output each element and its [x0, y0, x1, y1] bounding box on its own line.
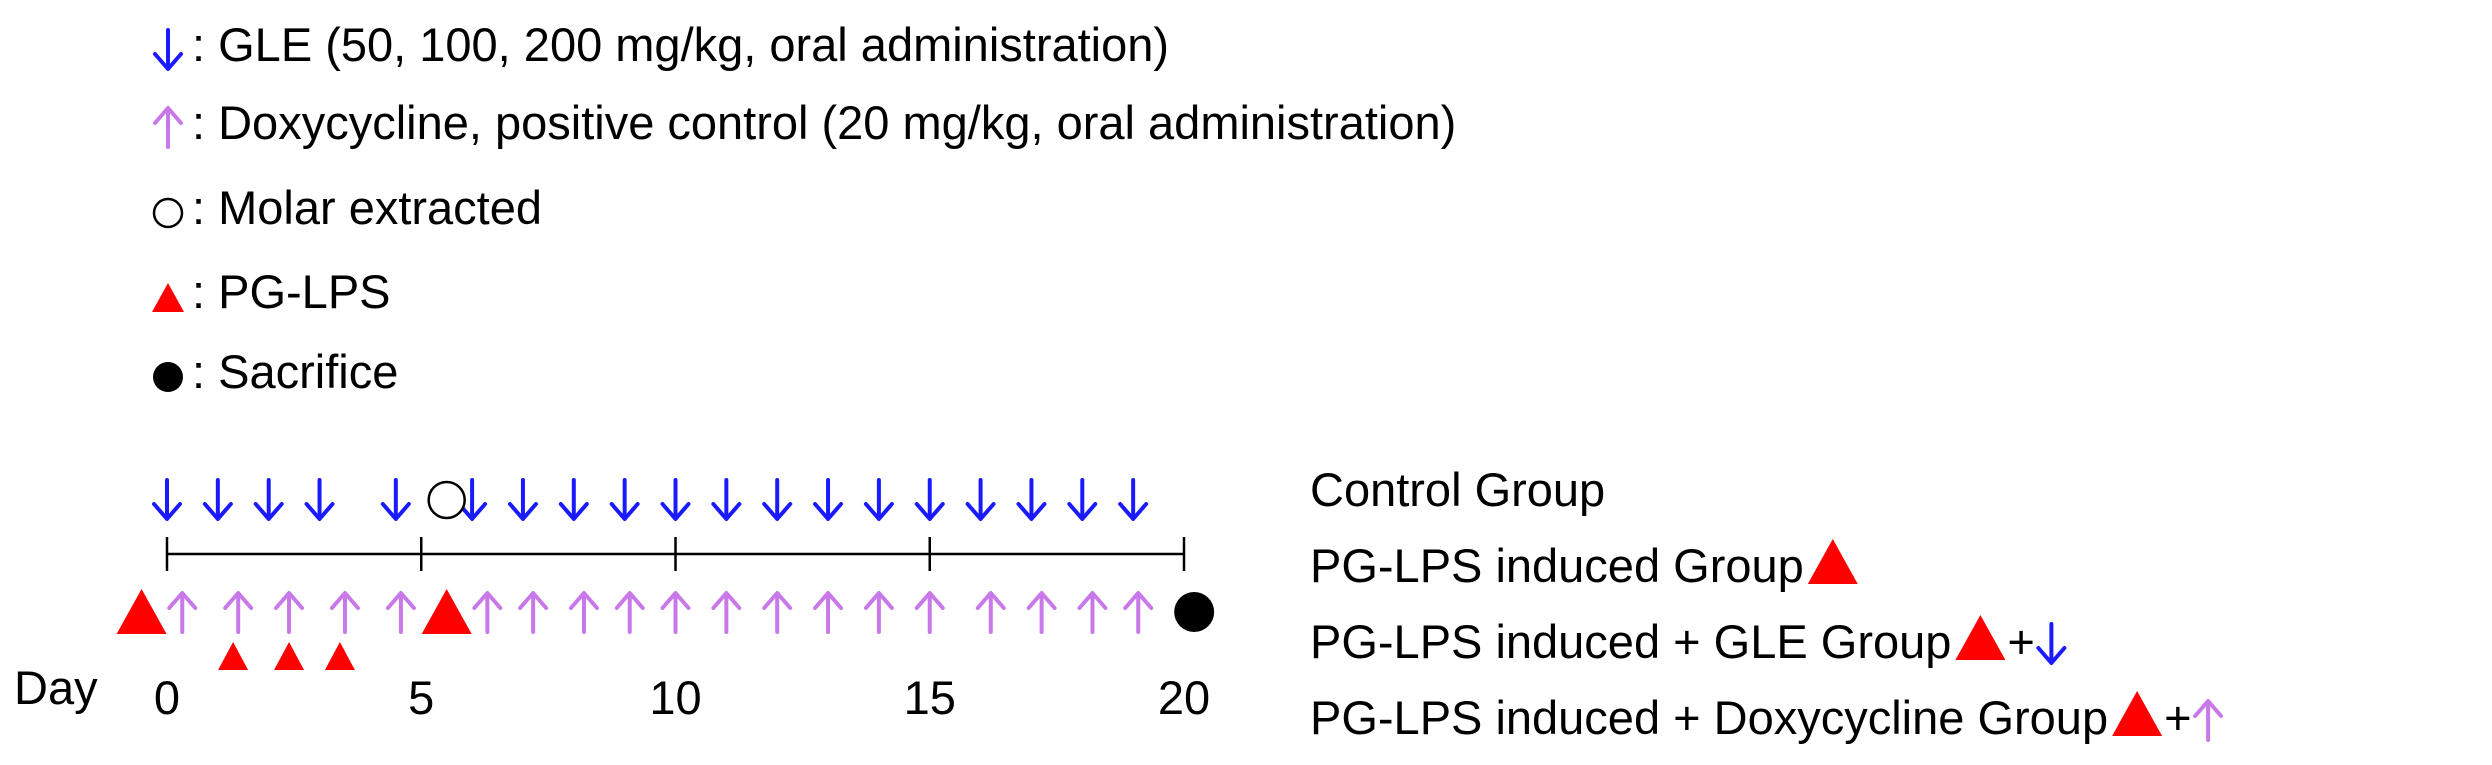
arrow-down-glyph: [153, 28, 183, 71]
arrow-up-icon: [2193, 699, 2224, 742]
pg-lps-triangle: [421, 589, 472, 634]
triangle-icon: [1807, 539, 1858, 584]
gle-arrow: [965, 478, 996, 521]
doxycycline-arrow: [1123, 591, 1154, 634]
group-label: PG-LPS induced + Doxycycline Group: [1310, 691, 2108, 744]
gle-arrow-series: [152, 478, 1149, 521]
legend: : GLE (50, 100, 200 mg/kg, oral administ…: [152, 18, 1456, 398]
tick-label: 10: [649, 671, 701, 724]
group-label: PG-LPS induced + GLE Group: [1310, 615, 1951, 668]
doxycycline-arrow: [660, 591, 691, 634]
legend-item-gle: : GLE (50, 100, 200 mg/kg, oral administ…: [153, 18, 1169, 71]
legend-item-molar: : Molar extracted: [152, 181, 542, 234]
timeline-axis-label: Day: [14, 661, 98, 714]
doxycycline-arrow: [863, 591, 894, 634]
triangle-icon: [1955, 615, 2006, 660]
legend-text-gle: : GLE (50, 100, 200 mg/kg, oral administ…: [192, 18, 1169, 71]
legend-item-doxycycline: : Doxycycline, positive control (20 mg/k…: [153, 96, 1456, 149]
doxycycline-arrow: [274, 591, 305, 634]
group-label: Control Group: [1310, 463, 1605, 516]
doxycycline-arrow: [223, 591, 254, 634]
plus-sign: +: [2007, 615, 2034, 668]
gle-arrow: [863, 478, 894, 521]
group-row: PG-LPS induced Group: [1310, 539, 1858, 592]
gle-arrow: [202, 478, 233, 521]
gle-arrow: [1016, 478, 1047, 521]
tick-label: 0: [154, 671, 180, 724]
group-row: PG-LPS induced + GLE Group +: [1310, 615, 2067, 668]
timeline-tick-labels: 0 5 10 15 20: [154, 671, 1210, 724]
group-row: Control Group: [1310, 463, 1605, 516]
pg-lps-small-triangle: [218, 642, 249, 670]
doxycycline-arrow: [472, 591, 503, 634]
pg-lps-small-series: [218, 642, 355, 670]
group-label: PG-LPS induced Group: [1310, 539, 1804, 592]
arrow-up-glyph: [153, 106, 183, 149]
molar-extracted-series: [427, 480, 466, 520]
molar-extracted-marker: [427, 480, 466, 520]
pg-lps-small-triangle: [274, 642, 305, 670]
tick-label: 15: [904, 671, 956, 724]
doxycycline-arrow: [1077, 591, 1108, 634]
timeline: 0 5 10 15 20 Day: [14, 478, 1215, 724]
gle-arrow: [762, 478, 793, 521]
arrow-down-icon: [2036, 622, 2067, 665]
triangle-icon: [152, 283, 184, 312]
gle-arrow: [558, 478, 589, 521]
gle-arrow: [609, 478, 640, 521]
doxycycline-arrow: [518, 591, 549, 634]
triangle-icon: [2112, 691, 2163, 736]
legend-item-sacrifice: : Sacrifice: [153, 345, 398, 398]
pg-lps-triangle: [116, 589, 167, 634]
gle-arrow: [1067, 478, 1098, 521]
doxycycline-arrow-series: [167, 591, 1154, 634]
doxycycline-arrow: [167, 591, 198, 634]
doxycycline-arrow: [329, 591, 360, 634]
arrow-up-icon: [153, 106, 183, 149]
plus-sign: +: [2164, 691, 2191, 744]
legend-text-molar: : Molar extracted: [192, 181, 542, 234]
gle-arrow: [711, 478, 742, 521]
doxycycline-arrow: [711, 591, 742, 634]
gle-arrow: [380, 478, 411, 521]
doxycycline-arrow: [568, 591, 599, 634]
doxycycline-arrow: [975, 591, 1006, 634]
filled-circle-icon: [153, 362, 183, 392]
gle-arrow: [304, 478, 335, 521]
sacrifice-series: [1174, 592, 1215, 632]
doxycycline-arrow: [813, 591, 844, 634]
group-row: PG-LPS induced + Doxycycline Group +: [1310, 691, 2224, 744]
timeline-ticks: [165, 537, 1186, 571]
doxycycline-arrow: [614, 591, 645, 634]
gle-arrow: [813, 478, 844, 521]
pg-lps-small-triangle: [324, 642, 355, 670]
tick-label: 20: [1158, 671, 1210, 724]
gle-arrow: [152, 478, 182, 521]
pg-lps-main-series: [116, 589, 472, 634]
sacrifice-marker: [1174, 592, 1215, 632]
gle-arrow: [507, 478, 538, 521]
doxycycline-arrow: [1026, 591, 1057, 634]
doxycycline-arrow: [762, 591, 793, 634]
tick-label: 5: [408, 671, 434, 724]
legend-item-pg-lps: : PG-LPS: [152, 265, 391, 318]
gle-arrow: [660, 478, 691, 521]
legend-text-pg-lps: : PG-LPS: [192, 265, 391, 318]
arrow-down-icon: [153, 28, 183, 71]
doxycycline-arrow: [385, 591, 416, 634]
open-circle-icon: [152, 197, 184, 229]
gle-arrow: [253, 478, 284, 521]
gle-arrow: [1118, 478, 1149, 521]
doxycycline-arrow: [914, 591, 945, 634]
legend-text-doxycycline: : Doxycycline, positive control (20 mg/k…: [192, 96, 1456, 149]
legend-text-sacrifice: : Sacrifice: [192, 345, 398, 398]
gle-arrow: [914, 478, 945, 521]
